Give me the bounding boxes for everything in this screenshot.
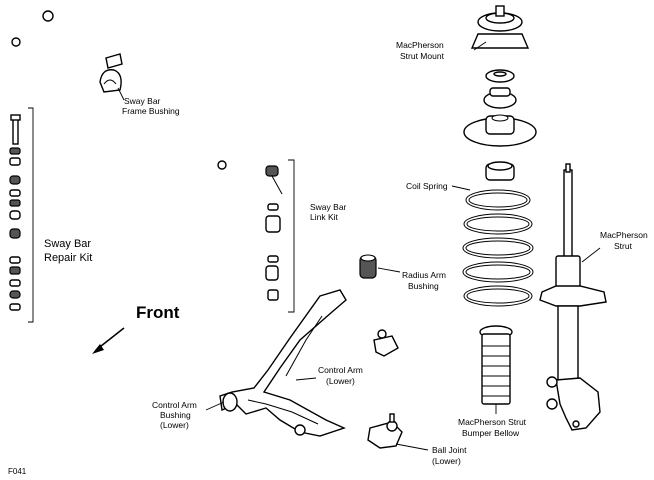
label-sway-bar-frame-bushing-1: Sway Bar bbox=[124, 96, 161, 106]
macpherson-strut-bumper-bellow bbox=[479, 325, 513, 405]
macpherson-strut bbox=[539, 163, 607, 431]
label-ball-joint-1: Ball Joint bbox=[432, 445, 467, 455]
label-control-arm-bushing-3: (Lower) bbox=[160, 420, 189, 430]
ball-joint-upper-part bbox=[373, 329, 399, 357]
sway-bar bbox=[11, 7, 281, 170]
label-control-arm-bushing-2: Bushing bbox=[160, 410, 191, 420]
label-control-arm-1: Control Arm bbox=[318, 365, 363, 375]
label-macpherson-strut-2: Strut bbox=[614, 241, 633, 251]
label-bumper-bellow-2: Bumper Bellow bbox=[462, 428, 520, 438]
control-arm-lower bbox=[219, 289, 347, 437]
front-arrow-icon bbox=[92, 344, 104, 354]
label-sway-bar-link-kit-2: Link Kit bbox=[310, 212, 339, 222]
sway-bar-repair-kit-parts bbox=[9, 114, 21, 311]
label-radius-arm-bushing-2: Bushing bbox=[408, 281, 439, 291]
sway-bar-link-kit-parts bbox=[265, 165, 283, 301]
coil-spring bbox=[462, 161, 534, 307]
label-sway-bar-repair-kit-1: Sway Bar bbox=[44, 238, 91, 250]
figure-code: F041 bbox=[8, 467, 27, 476]
label-control-arm-2: (Lower) bbox=[326, 376, 355, 386]
label-strut-mount-2: Strut Mount bbox=[400, 51, 445, 61]
label-ball-joint-2: (Lower) bbox=[432, 456, 461, 466]
label-radius-arm-bushing-1: Radius Arm bbox=[402, 270, 446, 280]
label-control-arm-bushing-1: Control Arm bbox=[152, 400, 197, 410]
label-bumper-bellow-1: MacPherson Strut bbox=[458, 417, 527, 427]
sway-bar-frame-bushing bbox=[99, 53, 123, 93]
label-sway-bar-frame-bushing-2: Frame Bushing bbox=[122, 106, 180, 116]
label-front: Front bbox=[136, 303, 180, 322]
label-coil-spring: Coil Spring bbox=[406, 181, 448, 191]
label-sway-bar-link-kit-1: Sway Bar bbox=[310, 202, 347, 212]
label-sway-bar-repair-kit-2: Repair Kit bbox=[44, 252, 92, 264]
radius-arm-bushing bbox=[359, 254, 377, 279]
macpherson-strut-mount bbox=[463, 5, 537, 147]
ball-joint-lower bbox=[367, 413, 403, 449]
label-strut-mount-1: MacPherson bbox=[396, 40, 444, 50]
label-macpherson-strut-1: MacPherson bbox=[600, 230, 648, 240]
